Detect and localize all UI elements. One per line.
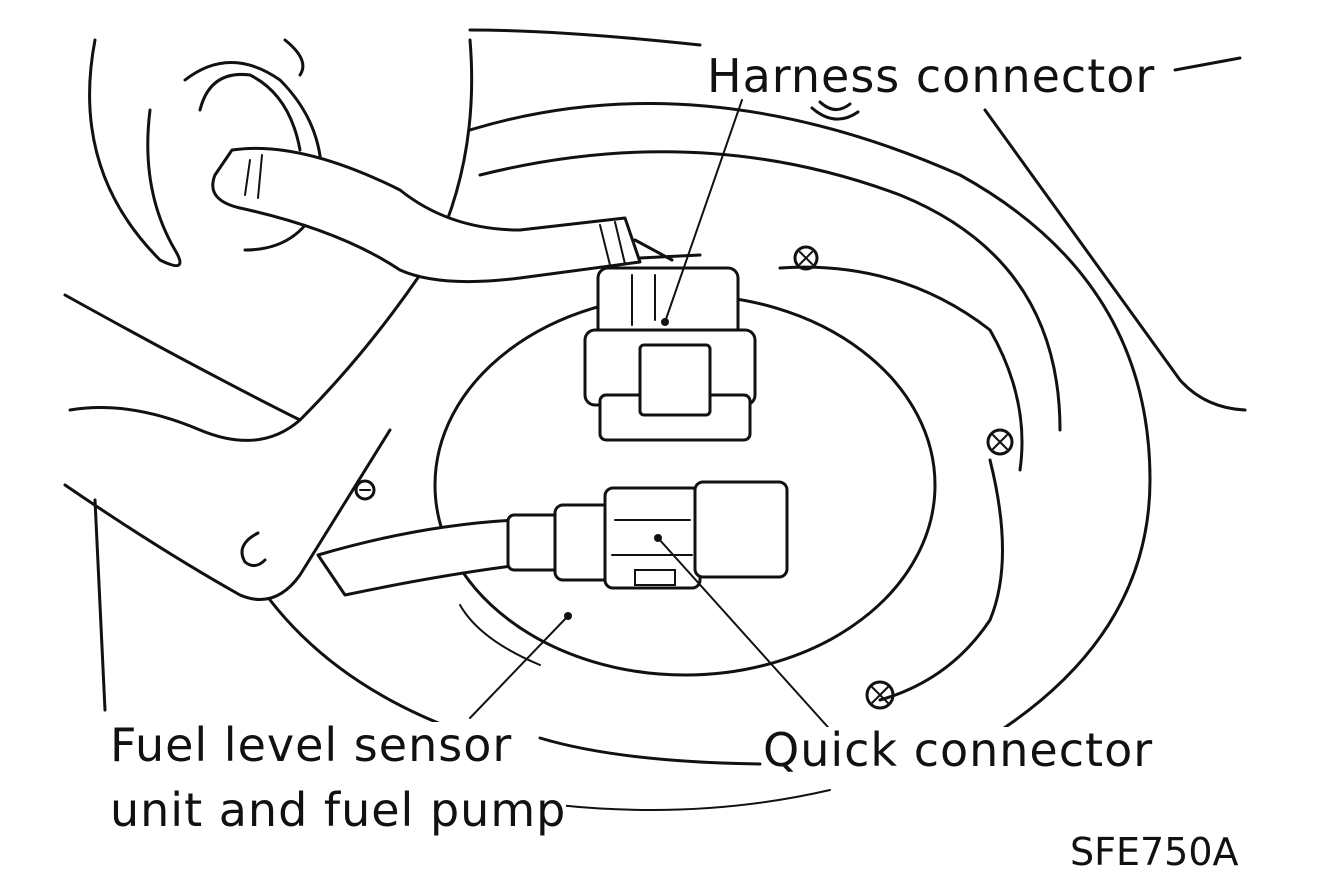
harness-connector-part — [583, 238, 757, 442]
fuel-hose — [316, 503, 617, 597]
screw — [986, 428, 1014, 456]
leader-lines — [469, 99, 836, 811]
tank-outline — [468, 28, 1247, 412]
screw — [354, 479, 376, 501]
harness-cable — [211, 146, 642, 284]
screws — [354, 100, 1014, 710]
fuel-unit-label-line1: Fuel level sensor — [110, 718, 513, 772]
screw — [793, 245, 819, 271]
quick-connector-label: Quick connector — [763, 723, 1154, 777]
harness-connector-label: Harness connector — [707, 49, 1156, 103]
screw — [810, 100, 860, 121]
quick-connector-part — [603, 480, 789, 590]
screw — [865, 680, 895, 710]
mounting-flange — [93, 102, 1152, 766]
bracket — [63, 38, 474, 601]
fuel-unit-label-line2: unit and fuel pump — [110, 783, 567, 837]
grommet — [88, 38, 324, 268]
figure-code: SFE750A — [1070, 830, 1239, 874]
